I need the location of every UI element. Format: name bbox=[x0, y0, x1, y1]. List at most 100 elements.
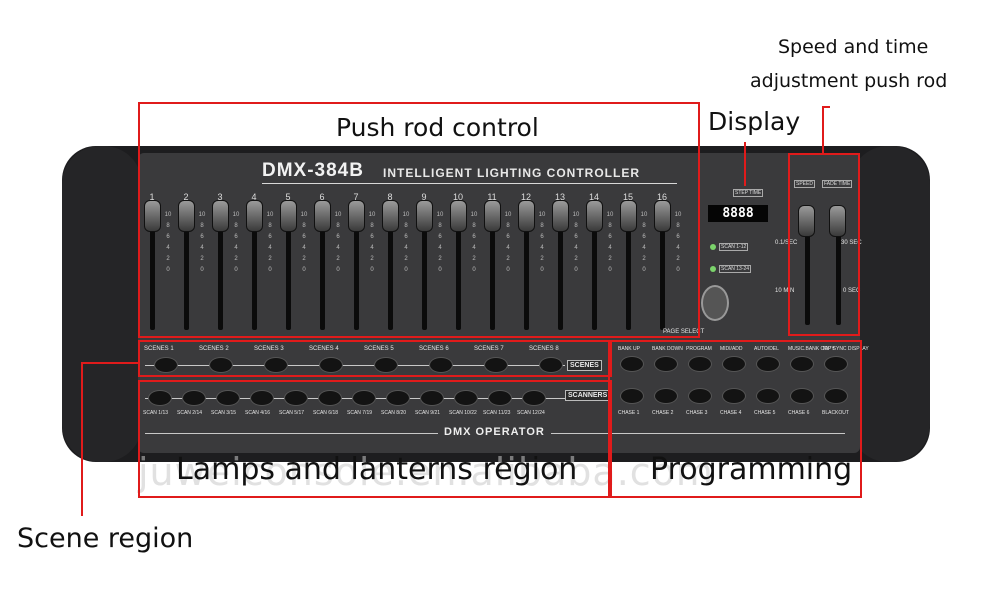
fader-scale-mark: 2 bbox=[608, 256, 612, 262]
joystick[interactable] bbox=[701, 285, 729, 321]
program-button[interactable] bbox=[688, 356, 712, 372]
fader-scale-mark: 4 bbox=[608, 245, 612, 251]
fader-scale-mark: 2 bbox=[200, 256, 204, 262]
fader-knob[interactable] bbox=[280, 200, 297, 232]
fader-number: 6 bbox=[319, 192, 325, 202]
fader-knob[interactable] bbox=[178, 200, 195, 232]
fader-knob[interactable] bbox=[484, 200, 501, 232]
fader-slot bbox=[252, 205, 257, 330]
fade-fader-knob[interactable] bbox=[829, 205, 846, 237]
fader-knob[interactable] bbox=[518, 200, 535, 232]
chase-button[interactable] bbox=[620, 388, 644, 404]
chase-button[interactable] bbox=[722, 388, 746, 404]
fader-scale-mark: 0 bbox=[302, 267, 306, 273]
fader-scale-mark: 10 bbox=[368, 212, 376, 218]
fader-scale-mark: 0 bbox=[540, 267, 544, 273]
chase-button[interactable] bbox=[688, 388, 712, 404]
speed-fader-knob[interactable] bbox=[798, 205, 815, 237]
scene-button[interactable] bbox=[319, 357, 343, 373]
scanner-button[interactable] bbox=[522, 390, 546, 406]
scene-button[interactable] bbox=[484, 357, 508, 373]
fader-number: 10 bbox=[452, 192, 463, 202]
scene-button[interactable] bbox=[374, 357, 398, 373]
fader-knob[interactable] bbox=[552, 200, 569, 232]
fader-scale-mark: 10 bbox=[334, 212, 342, 218]
fader-knob[interactable] bbox=[620, 200, 637, 232]
callout-scene-region: Scene region bbox=[17, 523, 194, 554]
fader-scale-mark: 10 bbox=[674, 212, 682, 218]
program-button[interactable] bbox=[722, 356, 746, 372]
fader-scale-mark: 8 bbox=[472, 223, 476, 229]
fader-knob[interactable] bbox=[654, 200, 671, 232]
fader-knob[interactable] bbox=[586, 200, 603, 232]
fader-knob[interactable] bbox=[450, 200, 467, 232]
fader-knob[interactable] bbox=[212, 200, 229, 232]
scene-region-box bbox=[138, 340, 612, 377]
fader-knob[interactable] bbox=[314, 200, 331, 232]
scene-button-label: SCENES 7 bbox=[474, 346, 504, 352]
chase-button[interactable] bbox=[824, 388, 848, 404]
scanner-button[interactable] bbox=[148, 390, 172, 406]
program-button[interactable] bbox=[790, 356, 814, 372]
fader-scale-mark: 0 bbox=[234, 267, 238, 273]
scanner-button[interactable] bbox=[250, 390, 274, 406]
fader-scale-mark: 8 bbox=[540, 223, 544, 229]
program-button[interactable] bbox=[824, 356, 848, 372]
scene-button[interactable] bbox=[539, 357, 563, 373]
fader-scale-mark: 6 bbox=[166, 234, 170, 240]
speed-pointer-tick bbox=[822, 106, 830, 108]
scanner-button[interactable] bbox=[454, 390, 478, 406]
fader-scale-mark: 0 bbox=[506, 267, 510, 273]
fader-slot bbox=[184, 205, 189, 330]
fader-scale-mark: 10 bbox=[402, 212, 410, 218]
brand-rule bbox=[262, 183, 677, 184]
scene-button[interactable] bbox=[429, 357, 453, 373]
fader-slot bbox=[388, 205, 393, 330]
scanner-button[interactable] bbox=[352, 390, 376, 406]
fader-knob[interactable] bbox=[382, 200, 399, 232]
fader-knob[interactable] bbox=[144, 200, 161, 232]
scanner-button-label: SCAN 3/15 bbox=[211, 410, 237, 416]
scene-button[interactable] bbox=[154, 357, 178, 373]
chase-button[interactable] bbox=[790, 388, 814, 404]
fader-scale-mark: 6 bbox=[200, 234, 204, 240]
dmx-operator-label: DMX OPERATOR bbox=[438, 426, 551, 438]
program-button[interactable] bbox=[756, 356, 780, 372]
fader-number: 2 bbox=[183, 192, 189, 202]
scanner-button[interactable] bbox=[488, 390, 512, 406]
scene-button[interactable] bbox=[264, 357, 288, 373]
scanner-button-label: SCAN 12/24 bbox=[517, 410, 545, 416]
fader-scale-mark: 4 bbox=[166, 245, 170, 251]
scanner-button[interactable] bbox=[216, 390, 240, 406]
program-button[interactable] bbox=[654, 356, 678, 372]
scene-button[interactable] bbox=[209, 357, 233, 373]
chase-button-label: CHASE 1 bbox=[618, 410, 640, 416]
program-button[interactable] bbox=[620, 356, 644, 372]
fader-knob[interactable] bbox=[416, 200, 433, 232]
fader-scale-mark: 10 bbox=[164, 212, 172, 218]
fade-range-bottom: 0 SEC bbox=[843, 288, 861, 294]
chase-button[interactable] bbox=[756, 388, 780, 404]
scanner-button-label: SCAN 7/19 bbox=[347, 410, 373, 416]
program-button-label: MUSIC.BANK COPY bbox=[788, 346, 835, 352]
fader-slot bbox=[490, 205, 495, 330]
scanner-button[interactable] bbox=[284, 390, 308, 406]
scanner-button[interactable] bbox=[420, 390, 444, 406]
fader-slot bbox=[422, 205, 427, 330]
fader-knob[interactable] bbox=[348, 200, 365, 232]
fader-knob[interactable] bbox=[246, 200, 263, 232]
fader-scale-mark: 2 bbox=[404, 256, 408, 262]
fader-scale-mark: 0 bbox=[336, 267, 340, 273]
scanner-button[interactable] bbox=[182, 390, 206, 406]
chase-button[interactable] bbox=[654, 388, 678, 404]
scene-button-label: SCENES 4 bbox=[309, 346, 339, 352]
fader-scale-mark: 8 bbox=[642, 223, 646, 229]
scenes-tag: SCENES bbox=[567, 360, 602, 371]
scanner-button[interactable] bbox=[318, 390, 342, 406]
scanner-button[interactable] bbox=[386, 390, 410, 406]
fader-scale-mark: 2 bbox=[370, 256, 374, 262]
chase-button-label: CHASE 3 bbox=[686, 410, 708, 416]
